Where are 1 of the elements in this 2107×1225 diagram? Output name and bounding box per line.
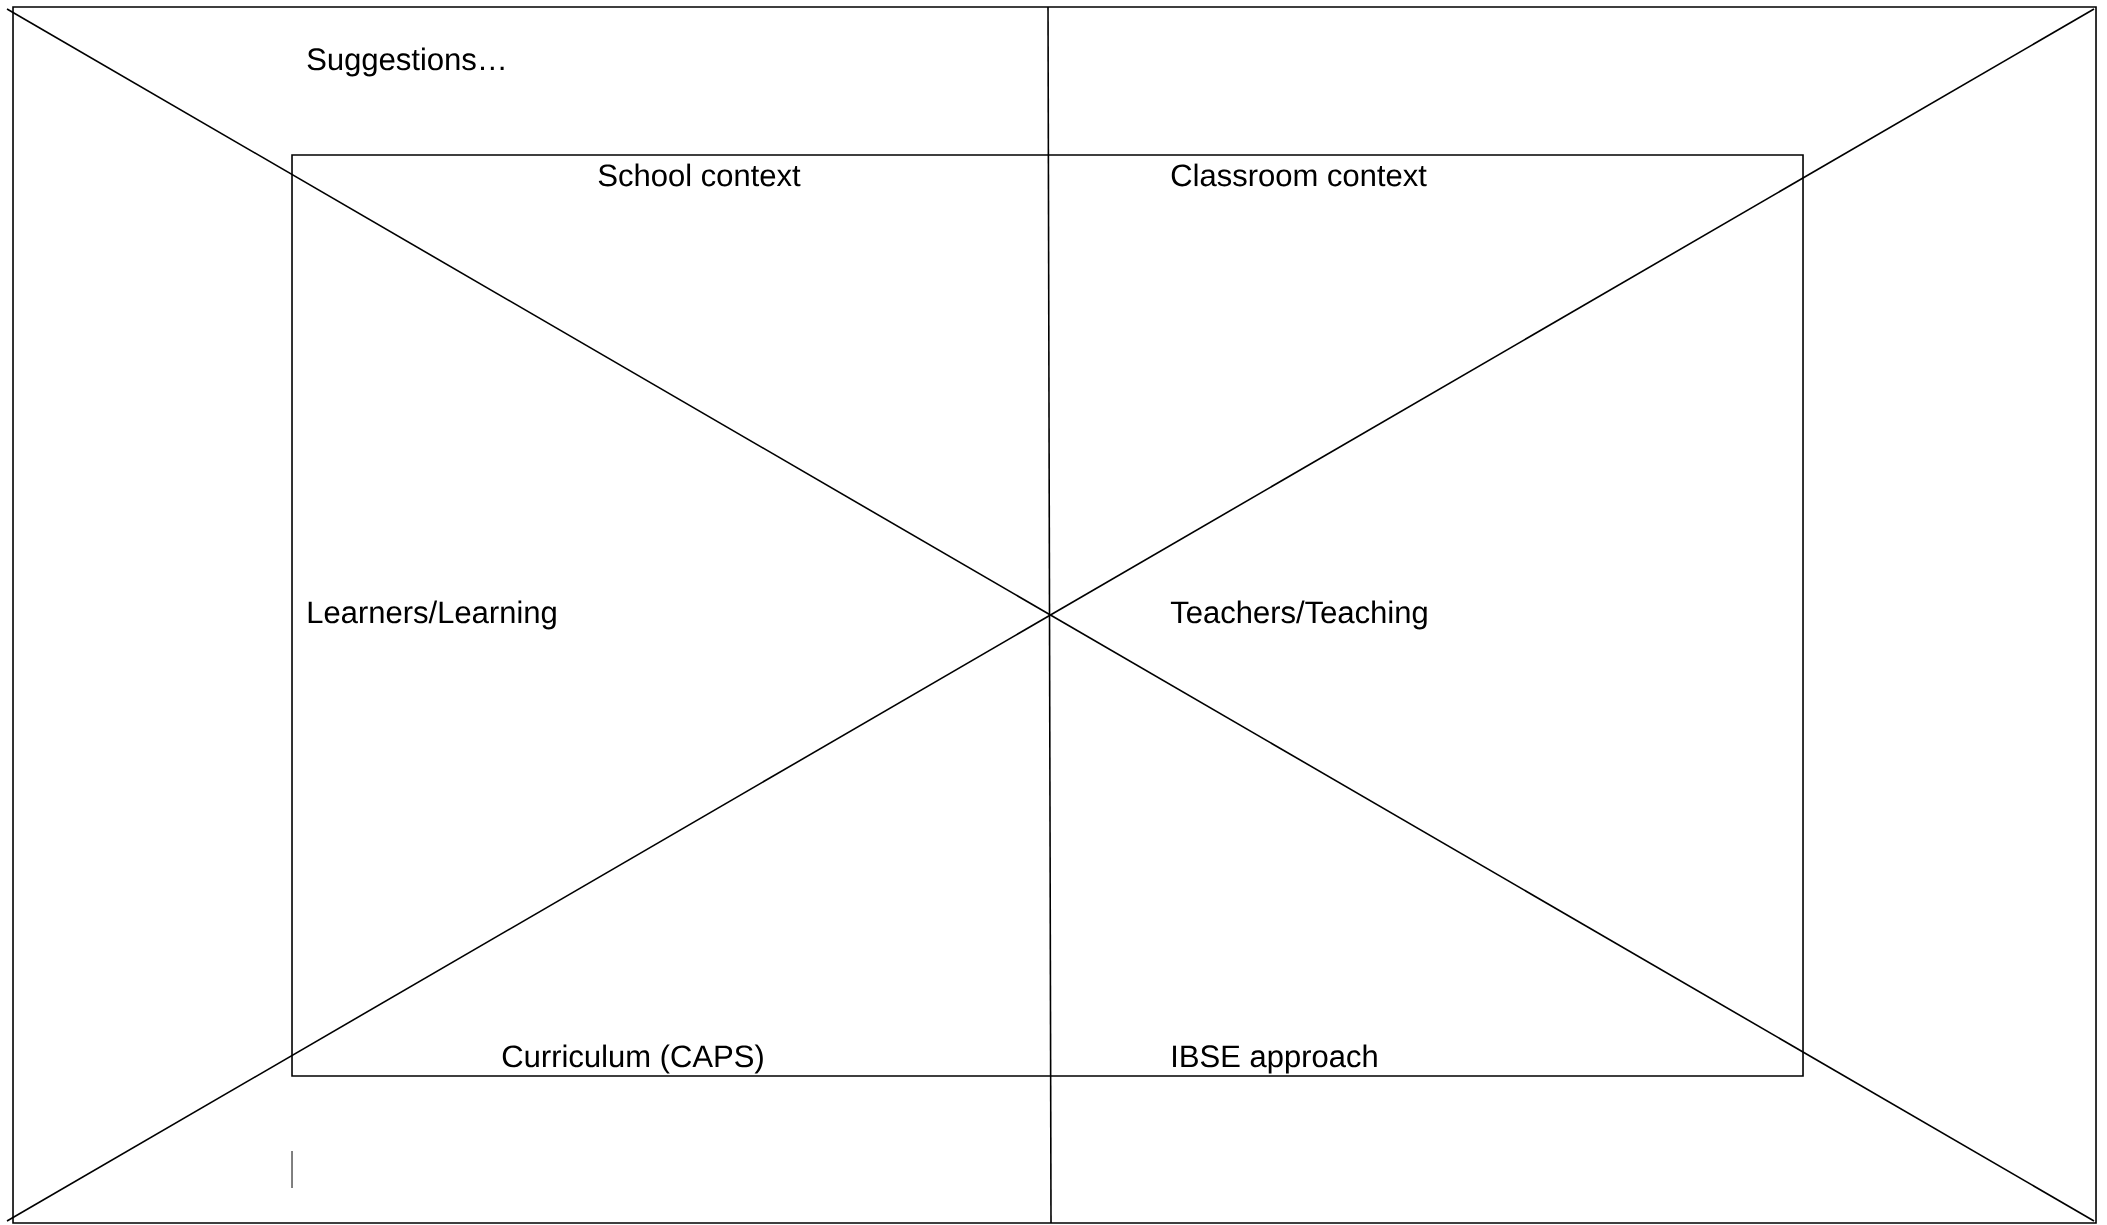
quadrant-box: School context Classroom context Learners/Learning Teachers/Teaching Curriculum (CAPS) IBSE approach xyxy=(291,154,1804,1077)
